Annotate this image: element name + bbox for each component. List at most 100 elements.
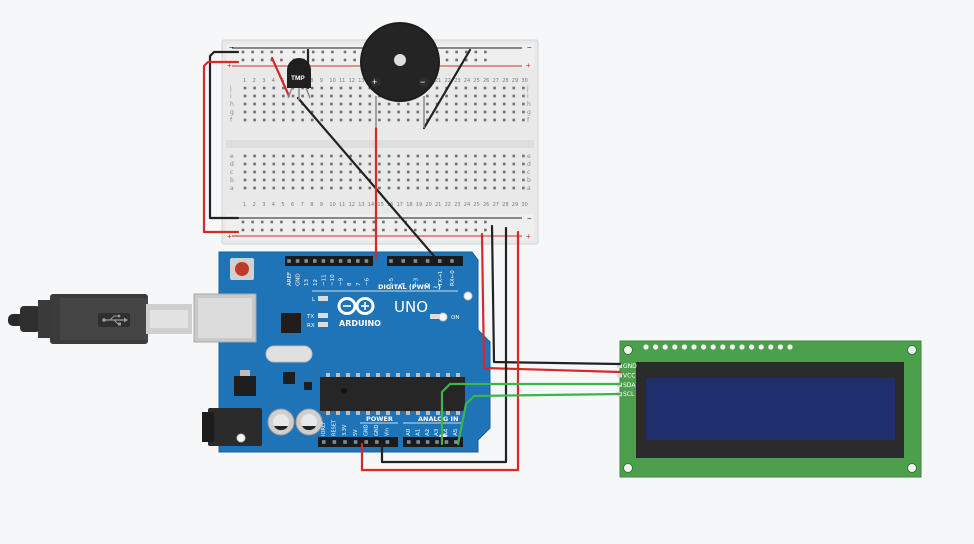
- led-l-label: L: [312, 297, 316, 303]
- digital-pin-hole[interactable]: [450, 259, 454, 263]
- breadboard-hole: [260, 228, 264, 232]
- breadboard-hole: [445, 228, 449, 232]
- breadboard-hole: [397, 186, 400, 190]
- breadboard-hole: [310, 178, 314, 182]
- column-number: 30: [521, 202, 527, 208]
- digital-pin-hole[interactable]: [295, 259, 300, 263]
- power-pin-hole[interactable]: [385, 440, 390, 444]
- power-pin-hole[interactable]: [332, 440, 337, 444]
- breadboard-hole: [484, 58, 487, 62]
- power-pin-hole[interactable]: [364, 440, 368, 444]
- analog-pin-label: A1: [415, 429, 421, 436]
- analog-pin-hole[interactable]: [416, 440, 420, 444]
- row-letter: d: [527, 161, 531, 168]
- analog-pin-hole[interactable]: [425, 440, 430, 444]
- led-on-label: ON: [451, 315, 459, 321]
- breadboard-hole: [445, 162, 448, 166]
- analog-pin-hole[interactable]: [435, 440, 439, 444]
- power-pin-hole[interactable]: [343, 440, 347, 444]
- column-number: 1: [243, 78, 246, 84]
- row-letter: a: [230, 185, 234, 192]
- chip-leg: [326, 411, 330, 415]
- breadboard-hole: [302, 220, 305, 224]
- power-pin-hole[interactable]: [375, 440, 379, 444]
- breadboard-hole: [339, 186, 343, 190]
- rail-plus-top-left: +: [227, 61, 232, 70]
- breadboard-hole: [272, 86, 276, 90]
- chip-leg: [386, 411, 390, 415]
- digital-pin-hole[interactable]: [338, 259, 343, 263]
- breadboard-hole: [330, 118, 333, 122]
- breadboard-hole: [423, 228, 427, 232]
- digital-pin-label: 12: [313, 279, 319, 286]
- breadboard-hole: [311, 50, 315, 54]
- breadboard-hole: [493, 110, 496, 114]
- breadboard-hole: [243, 162, 247, 166]
- breadboard-hole: [358, 154, 362, 158]
- digital-pin-label: ~9: [339, 277, 345, 286]
- analog-pin-hole[interactable]: [407, 440, 411, 444]
- breadboard-hole: [339, 154, 343, 158]
- power-pin-label: IOREF: [321, 421, 327, 436]
- breadboard-hole: [406, 162, 410, 166]
- breadboard-hole: [397, 154, 400, 158]
- digital-pin-hole[interactable]: [287, 259, 291, 263]
- breadboard-hole: [301, 186, 304, 190]
- breadboard-hole: [522, 102, 525, 106]
- breadboard-hole: [368, 170, 372, 174]
- power-pin-hole[interactable]: [322, 440, 326, 444]
- digital-pin-hole[interactable]: [313, 259, 317, 263]
- breadboard-hole: [251, 220, 254, 224]
- breadboard-hole: [343, 228, 347, 232]
- breadboard-hole: [454, 186, 458, 190]
- digital-pin-hole[interactable]: [347, 259, 351, 263]
- chip-leg: [336, 411, 340, 415]
- breadboard-hole: [368, 186, 372, 190]
- tmp-label: TMP: [291, 75, 305, 82]
- breadboard-hole: [454, 170, 458, 174]
- digital-pin-hole[interactable]: [330, 259, 334, 263]
- power-pin-label: Vin: [385, 428, 391, 436]
- reset-button-cap[interactable]: [235, 262, 249, 276]
- breadboard-hole: [406, 178, 410, 182]
- breadboard-hole: [394, 228, 398, 232]
- digital-pin-hole[interactable]: [401, 259, 405, 263]
- lcd-header-pad: [672, 344, 678, 350]
- digital-pin-hole[interactable]: [321, 259, 326, 263]
- breadboard-hole: [394, 220, 398, 224]
- power-pin-label: GND: [374, 424, 380, 436]
- breadboard-hole: [512, 186, 516, 190]
- breadboard-hole: [301, 162, 304, 166]
- lcd-pin-label: GND: [623, 363, 637, 370]
- breadboard-hole: [353, 220, 356, 224]
- lcd-pin[interactable]: [617, 364, 622, 368]
- digital-pin-hole[interactable]: [425, 259, 430, 263]
- digital-pin-hole[interactable]: [356, 259, 360, 263]
- breadboard-hole: [330, 162, 333, 166]
- breadboard-hole: [311, 220, 315, 224]
- breadboard-hole: [262, 86, 266, 90]
- digital-pin-hole[interactable]: [364, 259, 369, 263]
- breadboard-hole: [454, 86, 458, 90]
- analog-pin-label: A0: [406, 428, 412, 436]
- analog-pin-hole[interactable]: [454, 440, 458, 444]
- row-letter: f: [527, 117, 530, 124]
- breadboard-hole: [454, 178, 458, 182]
- analog-pin-hole[interactable]: [444, 440, 449, 444]
- digital-pin-hole[interactable]: [304, 259, 308, 263]
- row-letter: j: [229, 85, 232, 92]
- lcd-pin[interactable]: [617, 373, 622, 378]
- chip-leg: [366, 411, 370, 415]
- crystal-oscillator: [265, 345, 313, 363]
- breadboard-hole: [404, 228, 407, 232]
- digital-pin-hole[interactable]: [389, 259, 393, 263]
- breadboard-hole: [464, 58, 468, 62]
- breadboard-hole: [320, 110, 324, 114]
- digital-pin-hole[interactable]: [413, 259, 418, 263]
- column-number: 26: [483, 78, 489, 84]
- breadboard-hole: [455, 228, 458, 232]
- power-pin-hole[interactable]: [353, 440, 358, 444]
- digital-pin-hole[interactable]: [438, 259, 442, 263]
- breadboard-hole: [512, 118, 516, 122]
